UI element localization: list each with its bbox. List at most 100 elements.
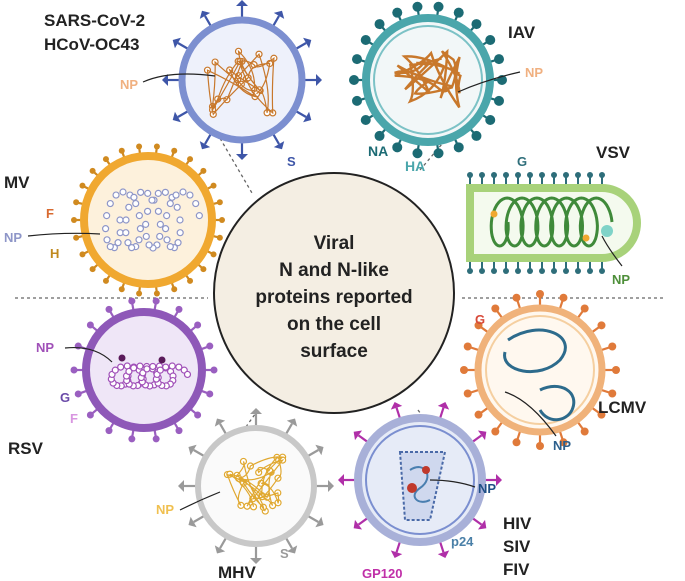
np-bead bbox=[156, 232, 164, 241]
spike-head bbox=[171, 286, 178, 293]
virus-hiv bbox=[338, 402, 502, 558]
np-bead bbox=[124, 239, 132, 247]
spike-head bbox=[587, 172, 593, 178]
spike-head bbox=[491, 172, 497, 178]
spike-head bbox=[412, 1, 423, 12]
spike-head bbox=[200, 266, 207, 273]
spike-head bbox=[236, 154, 248, 160]
spike-head bbox=[153, 290, 160, 297]
spike-head bbox=[551, 172, 557, 178]
np-bead bbox=[173, 203, 181, 211]
np-bead bbox=[132, 199, 140, 208]
np-bead bbox=[186, 191, 194, 199]
spike-head bbox=[70, 366, 78, 374]
arrow-mhv-np bbox=[179, 491, 221, 511]
np-bead bbox=[166, 199, 174, 208]
spike-head bbox=[467, 172, 473, 178]
spike-head bbox=[563, 172, 569, 178]
sars-s-label: S bbox=[287, 154, 296, 169]
center-hub: Viral N and N-like proteins reported on … bbox=[213, 172, 455, 414]
spike-head bbox=[152, 297, 160, 305]
spike-head bbox=[105, 305, 113, 313]
spike-head bbox=[515, 172, 521, 178]
spike-head bbox=[485, 34, 496, 45]
mv-h-label: H bbox=[50, 246, 59, 261]
spike-head bbox=[477, 430, 487, 441]
spike-head bbox=[467, 268, 473, 274]
np-bead bbox=[125, 203, 133, 211]
np-bead bbox=[163, 236, 171, 244]
spike-head bbox=[214, 418, 226, 427]
polymerase bbox=[158, 356, 166, 364]
spike-head bbox=[210, 182, 217, 189]
rsv-name: RSV bbox=[8, 439, 44, 458]
polymerase bbox=[118, 354, 126, 362]
envelope bbox=[178, 16, 306, 144]
spike-head bbox=[360, 115, 371, 126]
spike-head bbox=[392, 7, 403, 18]
np-bead bbox=[161, 188, 169, 196]
spike-head bbox=[79, 182, 86, 189]
mhv-name: MHV bbox=[218, 563, 256, 581]
spike-head bbox=[597, 321, 606, 330]
spike-head bbox=[539, 268, 545, 274]
spike-head bbox=[575, 268, 581, 274]
mv-f-label: F bbox=[46, 206, 54, 221]
spike-head bbox=[491, 268, 497, 274]
spike-head bbox=[474, 321, 483, 330]
np-strand bbox=[409, 466, 431, 503]
spike-head bbox=[210, 251, 217, 258]
np-bead bbox=[130, 364, 138, 372]
np-bead bbox=[130, 193, 138, 201]
np-bead bbox=[143, 365, 151, 373]
np-bead bbox=[175, 363, 183, 371]
center-line-1: Viral bbox=[314, 233, 355, 254]
spike-head bbox=[153, 143, 160, 150]
spike-head bbox=[216, 234, 223, 241]
spike-head bbox=[86, 321, 94, 329]
spike-head bbox=[286, 418, 298, 427]
spike-head bbox=[374, 19, 385, 30]
spike-head bbox=[460, 366, 468, 374]
lcmv-name: LCMV bbox=[598, 398, 647, 417]
center-line-5: surface bbox=[300, 341, 368, 362]
np-strand bbox=[226, 456, 285, 512]
spike-head bbox=[463, 389, 472, 398]
spike-head bbox=[527, 172, 533, 178]
virus-lcmv bbox=[460, 290, 620, 450]
np-bead bbox=[128, 244, 136, 252]
iav-name: IAV bbox=[508, 23, 536, 42]
spike-head bbox=[286, 545, 298, 554]
spike-head bbox=[73, 199, 80, 206]
spike-head bbox=[303, 111, 312, 123]
spike-head bbox=[172, 37, 181, 49]
virus-sars-cov-2 bbox=[162, 0, 322, 160]
spike-head bbox=[463, 342, 472, 351]
np-bead bbox=[176, 216, 184, 224]
spike-head bbox=[74, 342, 82, 350]
np-bead bbox=[148, 196, 156, 204]
spike-head bbox=[353, 519, 363, 530]
spike-head bbox=[512, 293, 521, 302]
spike-head bbox=[474, 410, 483, 419]
mv-name: MV bbox=[4, 173, 30, 192]
spike-head bbox=[194, 321, 202, 329]
spike-head bbox=[349, 75, 359, 85]
np-bead bbox=[122, 229, 130, 237]
spike-head bbox=[580, 427, 589, 436]
spike-head bbox=[200, 167, 207, 174]
pointer-arrows bbox=[27, 71, 623, 511]
spike-head bbox=[471, 19, 482, 30]
hiv-gp120-label: GP120 bbox=[362, 566, 402, 581]
inner-membrane bbox=[373, 25, 483, 135]
spike-head bbox=[559, 438, 568, 447]
spike-head bbox=[128, 297, 136, 305]
spike-head bbox=[303, 37, 312, 49]
rt-enzyme bbox=[407, 483, 417, 493]
lcmv-g-label: G bbox=[475, 312, 485, 327]
spike-head bbox=[599, 172, 605, 178]
spike-head bbox=[316, 74, 322, 86]
spike-head bbox=[392, 142, 403, 153]
spike-head bbox=[353, 430, 363, 441]
np-bead bbox=[142, 232, 150, 241]
